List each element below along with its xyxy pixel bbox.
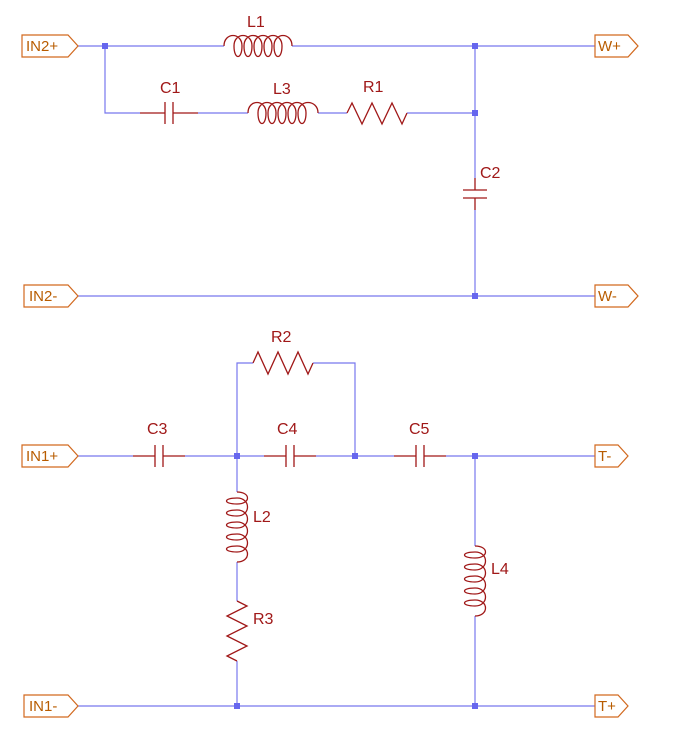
capacitor-c1[interactable]: C1	[140, 80, 198, 124]
junction-node	[234, 453, 240, 459]
port-in2-minus-label: IN2-	[29, 288, 57, 305]
label-c3: C3	[147, 421, 168, 438]
port-w-minus[interactable]: W-	[594, 284, 639, 308]
port-w-plus[interactable]: W+	[594, 34, 639, 58]
capacitor-c3[interactable]: C3	[133, 421, 185, 467]
label-r3: R3	[253, 611, 274, 628]
label-c2: C2	[480, 165, 501, 182]
port-in2-plus-label: IN2+	[26, 38, 58, 55]
bottom-circuit: C3 C4 C5 R2 L2 R3	[78, 329, 595, 709]
label-l1: L1	[247, 14, 265, 31]
junction-node	[102, 43, 108, 49]
label-c5: C5	[409, 421, 430, 438]
junction-node	[234, 703, 240, 709]
label-l3: L3	[273, 81, 291, 98]
inductor-l2[interactable]: L2	[225, 491, 271, 563]
resistor-r2[interactable]: R2	[252, 329, 314, 376]
top-circuit: L1 C1 L3 R1 C2	[78, 14, 595, 299]
inductor-l1[interactable]: L1	[223, 14, 293, 58]
wire-r2-loop-left	[236, 362, 253, 456]
resistor-r1[interactable]: R1	[346, 79, 408, 126]
wire-r2-loop-right	[313, 362, 356, 456]
capacitor-c2[interactable]: C2	[463, 165, 501, 210]
label-c1: C1	[160, 80, 181, 97]
inductor-l4[interactable]: L4	[463, 545, 509, 617]
port-w-minus-label: W-	[598, 288, 617, 305]
label-l4: L4	[491, 561, 509, 578]
port-t-minus[interactable]: T-	[594, 444, 629, 468]
junction-node	[472, 453, 478, 459]
port-in2-minus[interactable]: IN2-	[23, 284, 79, 308]
label-r1: R1	[363, 79, 384, 96]
junction-node	[472, 703, 478, 709]
junction-node	[472, 110, 478, 116]
port-t-minus-label: T-	[598, 448, 611, 465]
capacitor-c4[interactable]: C4	[264, 421, 316, 467]
port-in1-minus-label: IN1-	[29, 698, 57, 715]
label-c4: C4	[277, 421, 298, 438]
inductor-l3[interactable]: L3	[247, 81, 319, 125]
port-t-plus-label: T+	[598, 698, 616, 715]
capacitor-c5[interactable]: C5	[394, 421, 446, 467]
port-t-plus[interactable]: T+	[594, 694, 629, 718]
resistor-r3[interactable]: R3	[225, 600, 274, 662]
junction-node	[472, 43, 478, 49]
port-in2-plus[interactable]: IN2+	[21, 34, 79, 58]
port-in1-minus[interactable]: IN1-	[23, 694, 79, 718]
wire-left-drop	[104, 46, 140, 114]
port-w-plus-label: W+	[598, 38, 621, 55]
label-l2: L2	[253, 509, 271, 526]
port-in1-plus-label: IN1+	[26, 448, 58, 465]
port-in1-plus[interactable]: IN1+	[21, 444, 79, 468]
junction-node	[472, 293, 478, 299]
junction-node	[352, 453, 358, 459]
label-r2: R2	[271, 329, 292, 346]
